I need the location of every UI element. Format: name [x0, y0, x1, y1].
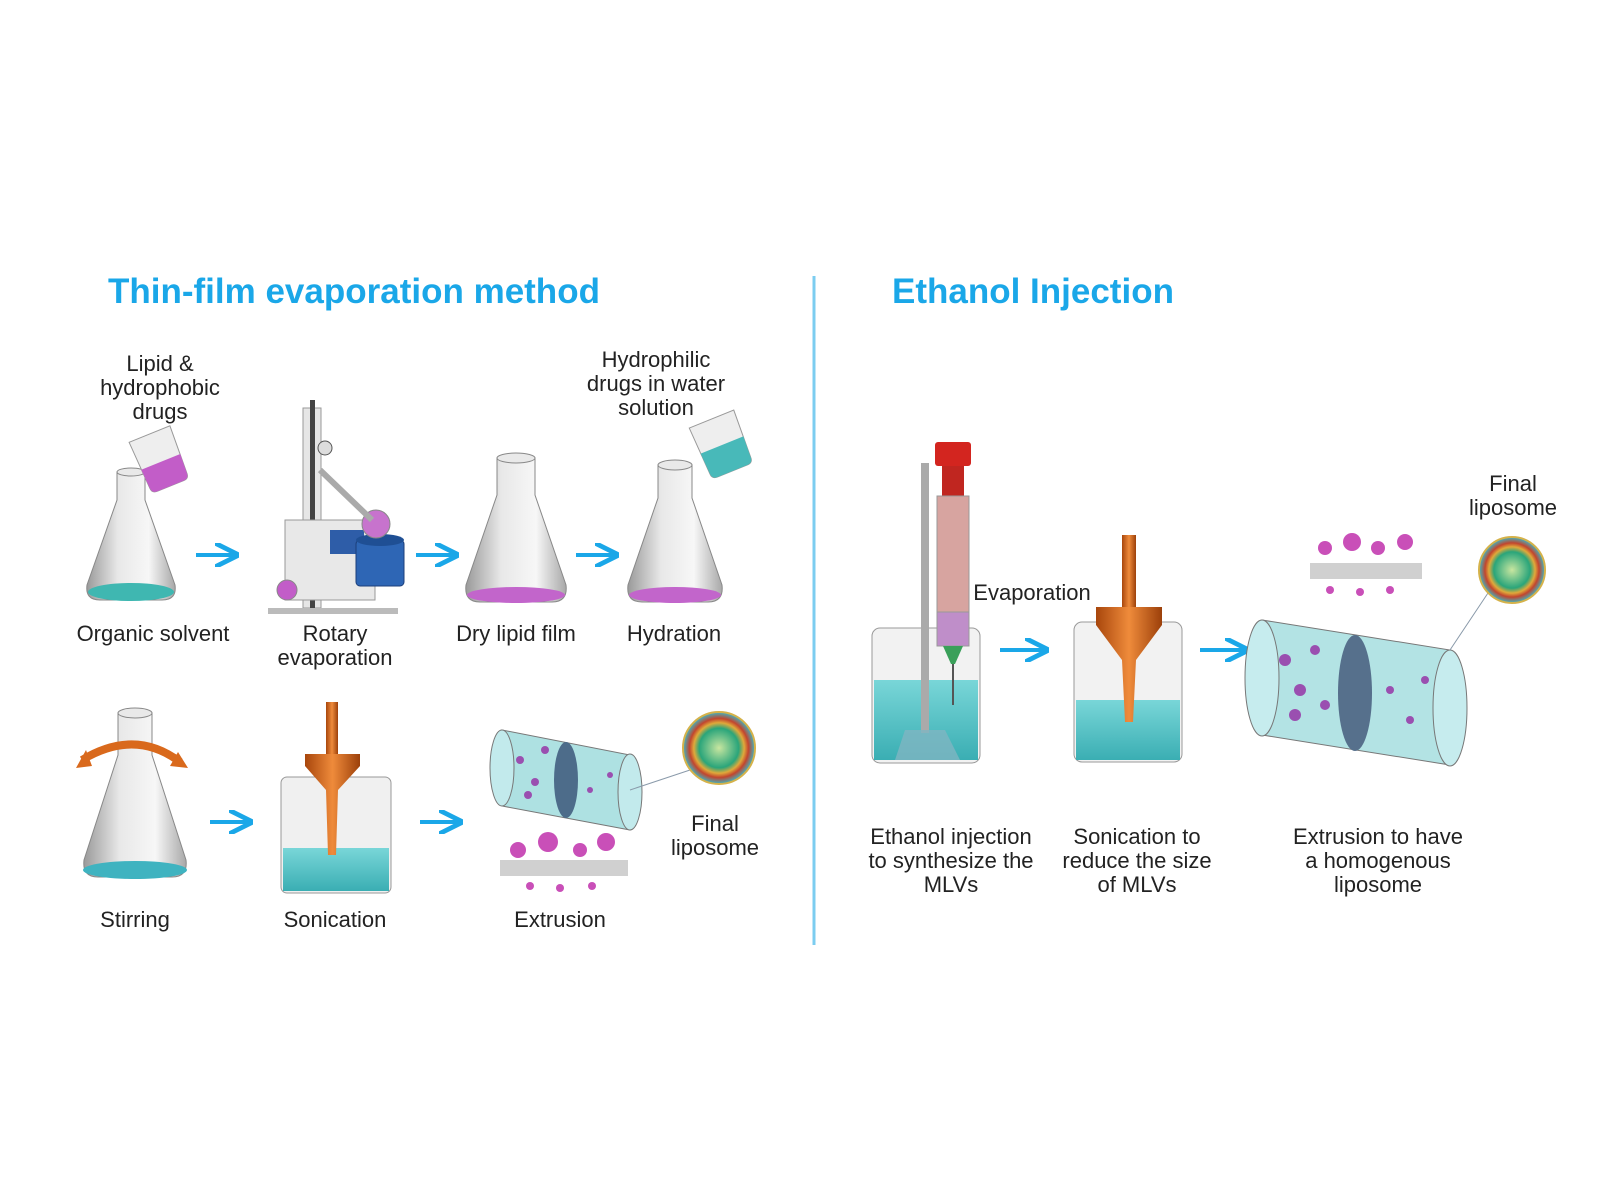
- label-extrusion: Extrusion: [514, 907, 606, 932]
- extruder-right: [1244, 533, 1491, 767]
- beaker-lipid-pour: [128, 425, 188, 493]
- sonicator-right: [1073, 535, 1183, 763]
- label-sonication: Sonication: [283, 907, 387, 932]
- title-thin-film: Thin-film evaporation method: [108, 272, 600, 311]
- rotary-evaporator: [268, 400, 405, 614]
- flask-hydration: [627, 459, 723, 603]
- label-evaporation: Evaporation: [973, 580, 1091, 605]
- label-stirring: Stirring: [100, 907, 170, 932]
- flask-dry-lipid-film: [465, 452, 567, 603]
- sonicator-left: [280, 702, 392, 894]
- flask-stirring: [76, 707, 188, 879]
- syringe: [935, 442, 971, 705]
- extruder-left: [489, 729, 691, 892]
- label-dry-lipid-film: Dry lipid film: [456, 621, 576, 646]
- final-liposome-left: [682, 711, 756, 785]
- beaker-hydrophilic-pour: [688, 409, 752, 479]
- label-organic-solvent: Organic solvent: [76, 621, 230, 646]
- final-liposome-right: [1478, 536, 1546, 604]
- title-ethanol-injection: Ethanol Injection: [892, 272, 1174, 311]
- label-hydration: Hydration: [626, 621, 722, 646]
